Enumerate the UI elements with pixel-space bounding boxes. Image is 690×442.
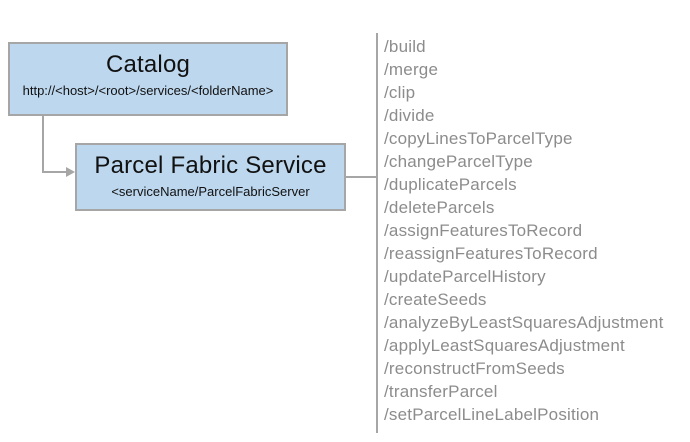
endpoint-item: /merge xyxy=(384,60,439,79)
catalog-to-service-connector xyxy=(42,115,68,173)
endpoint-item: /applyLeastSquaresAdjustment xyxy=(384,336,625,355)
catalog-box: Catalog http://<host>/<root>/services/<f… xyxy=(8,42,288,116)
service-url-pattern: <serviceName/ParcelFabricServer xyxy=(111,184,310,199)
service-title: Parcel Fabric Service xyxy=(94,152,327,179)
parcel-fabric-service-box: Parcel Fabric Service <serviceName/Parce… xyxy=(75,143,346,211)
endpoint-item: /transferParcel xyxy=(384,382,498,401)
endpoint-divider-line xyxy=(376,33,378,433)
endpoint-item: /duplicateParcels xyxy=(384,175,517,194)
service-to-endpoints-connector xyxy=(346,176,376,178)
endpoint-item: /build xyxy=(384,37,426,56)
arrowhead-icon xyxy=(66,167,75,177)
endpoint-item: /clip xyxy=(384,83,416,102)
endpoint-item: /setParcelLineLabelPosition xyxy=(384,405,600,424)
endpoint-item: /assignFeaturesToRecord xyxy=(384,221,583,240)
endpoint-item: /updateParcelHistory xyxy=(384,267,546,286)
endpoint-item: /divide xyxy=(384,106,435,125)
endpoint-item: /deleteParcels xyxy=(384,198,495,217)
endpoint-item: /copyLinesToParcelType xyxy=(384,129,573,148)
endpoint-item: /reconstructFromSeeds xyxy=(384,359,565,378)
endpoint-item: /analyzeByLeastSquaresAdjustment xyxy=(384,313,664,332)
endpoint-item: /reassignFeaturesToRecord xyxy=(384,244,598,263)
endpoint-item: /changeParcelType xyxy=(384,152,533,171)
catalog-title: Catalog xyxy=(105,51,191,78)
catalog-url-pattern: http://<host>/<root>/services/<folderNam… xyxy=(22,83,274,98)
endpoint-item: /createSeeds xyxy=(384,290,487,309)
endpoint-list: /build/merge/clip/divide/copyLinesToParc… xyxy=(384,35,664,426)
